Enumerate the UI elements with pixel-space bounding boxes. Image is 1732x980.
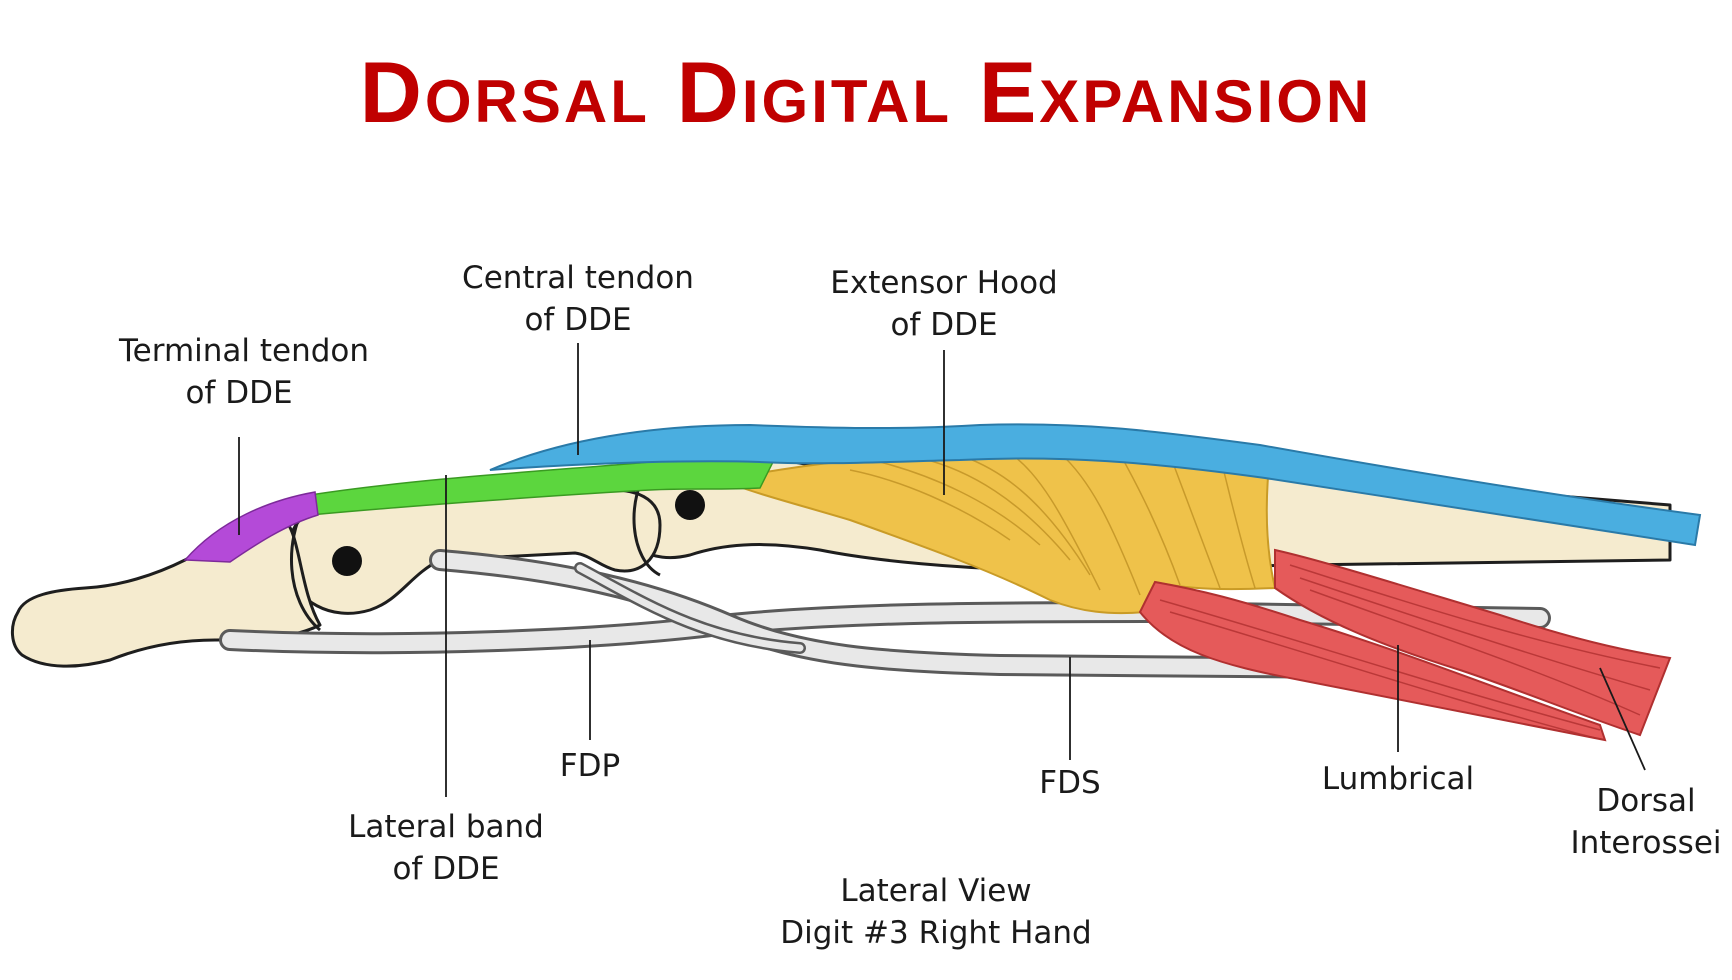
muscle-fibers [1159, 564, 1661, 739]
leader-dorsal-interossei [1599, 667, 1646, 771]
label-extensor-hood: Extensor Hood of DDE [830, 265, 1058, 343]
leader-lines [238, 343, 1646, 797]
extensor-hood-fibers [849, 452, 1256, 596]
label-dorsal-interossei: Dorsal Interossei [1570, 783, 1722, 861]
extensor-tendon [489, 423, 1702, 547]
terminal-tendon [183, 491, 319, 563]
page-title: Dorsal Digital Expansion [359, 45, 1373, 141]
label-lateral-band: Lateral band of DDE [348, 809, 544, 887]
label-terminal-tendon: Terminal tendon of DDE [119, 333, 370, 411]
lumbrical-muscle [1138, 580, 1607, 742]
flexor-tendons [219, 549, 1551, 679]
label-fdp: FDP [559, 748, 621, 784]
central-tendon [309, 447, 782, 516]
label-central-tendon: Central tendon of DDE [462, 260, 694, 338]
view-caption: Lateral View Digit #3 Right Hand [780, 873, 1092, 951]
label-lumbrical: Lumbrical [1321, 761, 1475, 797]
label-fds: FDS [1039, 765, 1101, 801]
dorsal-interossei-muscle [1274, 548, 1672, 737]
dip-joint-axis [332, 546, 362, 576]
pip-joint-axis [675, 490, 705, 520]
